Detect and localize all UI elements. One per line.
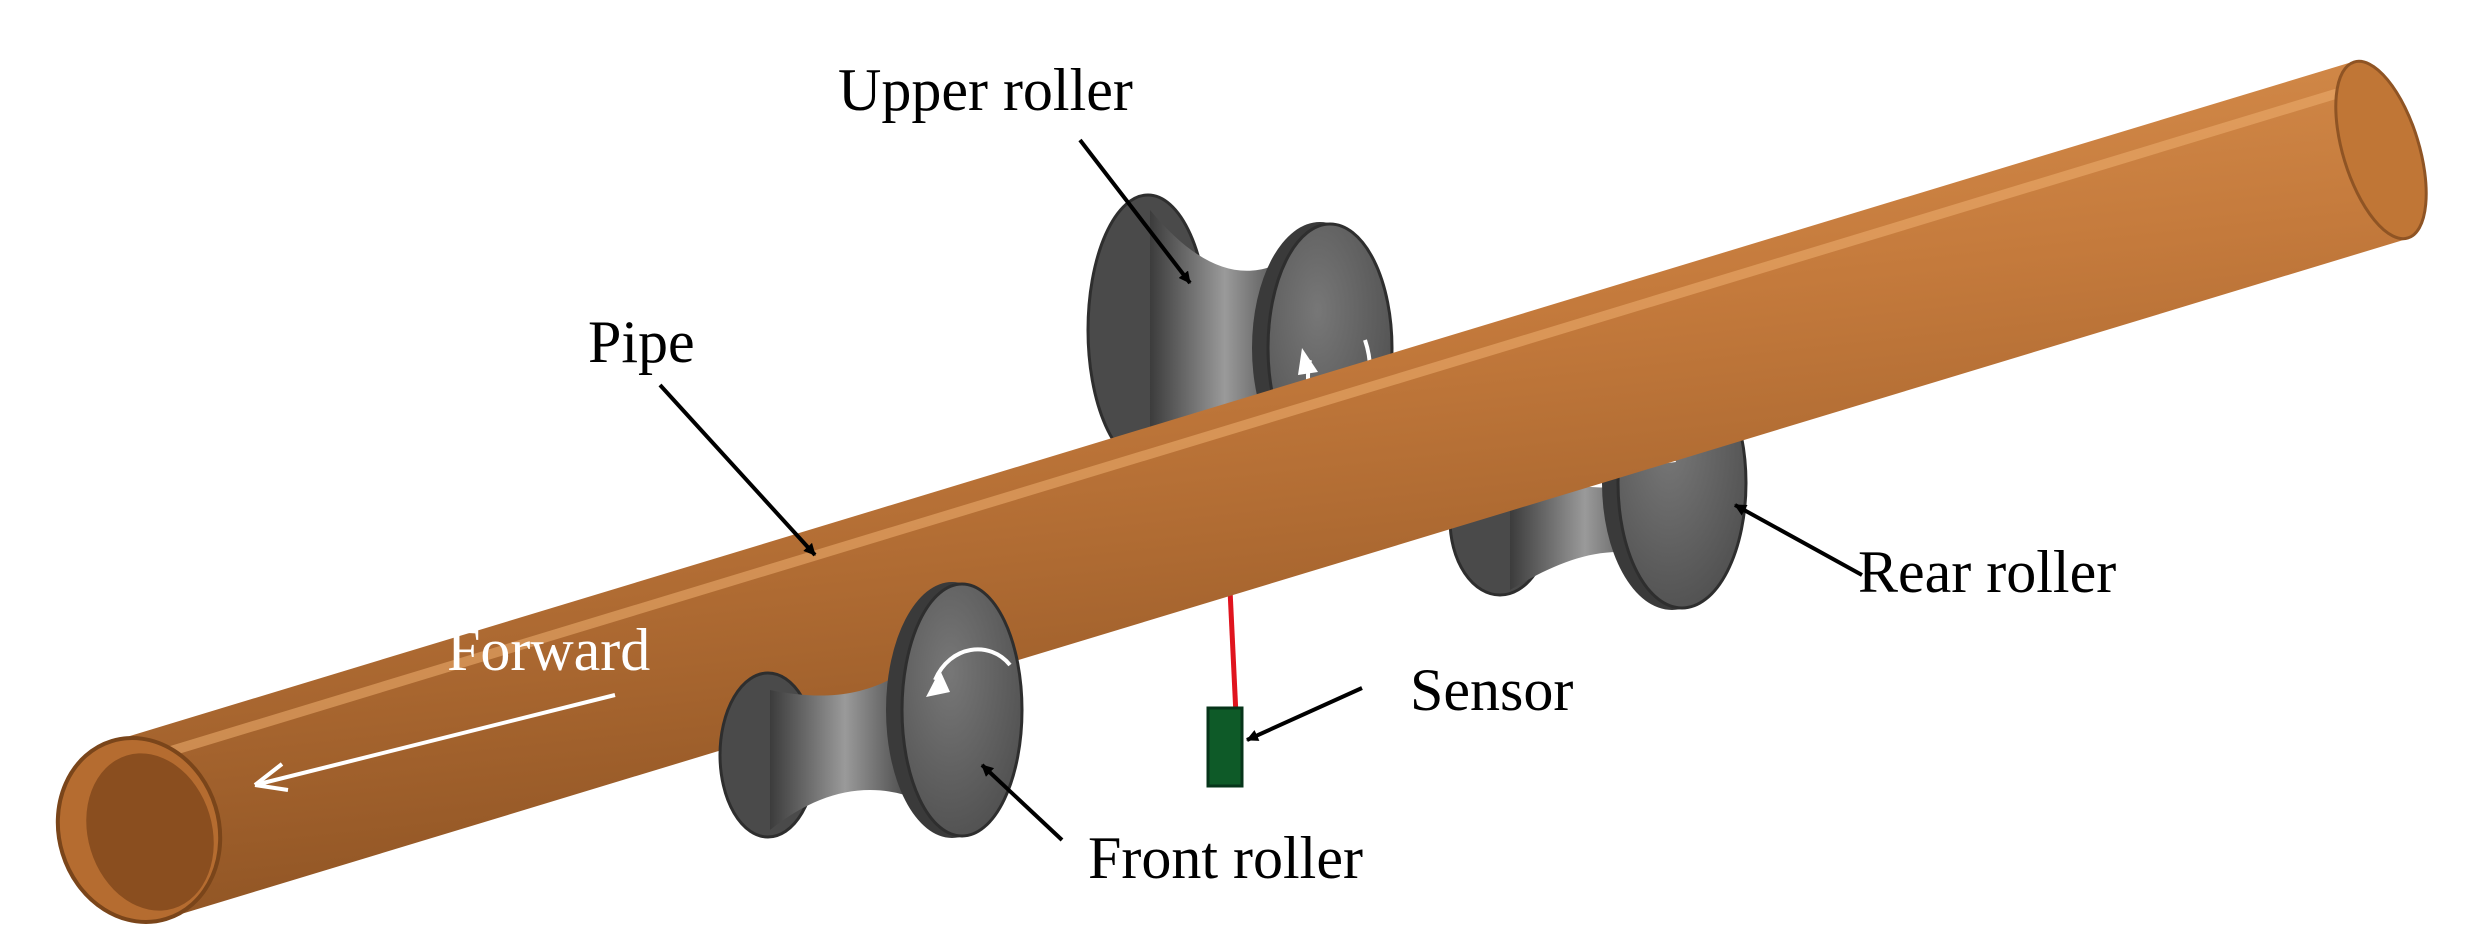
pipe-open-end-inner <box>86 753 214 911</box>
pipe <box>55 59 2428 924</box>
pipe-leader <box>658 383 817 557</box>
rotation-arrow-icon <box>933 647 1012 681</box>
front-roller-front-disc <box>900 582 1024 838</box>
forward-arrow-head <box>253 762 289 792</box>
pipe-body <box>110 62 2410 918</box>
arrow-left-icon <box>254 693 616 787</box>
sensor-leader <box>1246 686 1363 742</box>
front-roller-leader <box>980 763 1064 842</box>
upper-roller-leader <box>1078 138 1192 285</box>
sensor-label: Sensor <box>1410 657 1573 723</box>
rotation-arrow-head <box>1298 348 1318 375</box>
pipe-label: Pipe <box>588 309 695 375</box>
upper-roller-label: Upper roller <box>838 57 1133 123</box>
pipe-highlight <box>123 80 2367 770</box>
front-roller-neck <box>770 660 920 830</box>
front-roller-label: Front roller <box>1088 825 1363 891</box>
pipe-far-end <box>2334 59 2428 241</box>
rear-roller-leader <box>1734 503 1863 577</box>
sensor-box <box>1206 706 1244 788</box>
forward-label: Forward <box>447 617 650 683</box>
rear-roller-label: Rear roller <box>1858 539 2116 605</box>
rotation-arrow-head <box>926 670 950 697</box>
